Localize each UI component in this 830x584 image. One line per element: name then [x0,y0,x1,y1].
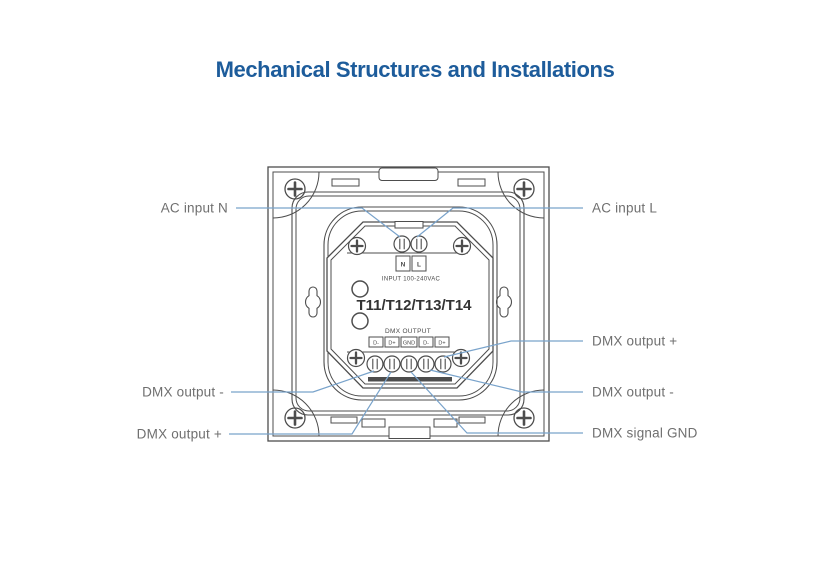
label-dmx-signal-gnd: DMX signal GND [592,426,698,441]
screw-icon [513,407,535,429]
callout-line-dmx-minus-left [231,370,375,393]
model-number: T11/T12/T13/T14 [356,297,472,314]
screw-icon [513,178,535,200]
callout-lines [229,207,583,435]
label-dmx-output-plus-left: DMX output + [137,427,222,442]
label-dmx-output-minus-left: DMX output - [142,385,224,400]
power-rating-label: INPUT 100-240VAC [382,277,441,283]
label-ac-input-l: AC input L [592,201,657,216]
terminal-screw-icon [417,355,435,373]
wall-plate-frame [267,166,550,442]
module-top-notch [394,221,424,229]
label-dmx-output-minus-right: DMX output - [592,385,674,400]
callout-labels: AC input N AC input L DMX output + DMX o… [137,201,698,442]
terminal-screw-icon [366,355,384,373]
corner-brackets [272,171,545,437]
screw-icon [347,236,367,256]
terminal-l-label: L [417,262,421,269]
terminal-screw-icon [400,355,418,373]
power-terminal-block: N L INPUT 100-240VAC [382,255,441,283]
dmx-output-block: DMX OUTPUT D- D+ GND D- D+ [368,328,450,348]
corner-screws [284,178,535,429]
module-screws [346,236,472,368]
callout-line-dmx-gnd [410,371,583,434]
dmx-terminal-label: D- [423,341,429,347]
screw-icon [284,407,306,429]
inner-plate-openings [291,191,525,416]
terminal-screw-icon [410,235,428,253]
label-ac-input-n: AC input N [161,201,228,216]
callout-line-dmx-minus-right [429,369,583,393]
screw-icon [284,178,306,200]
module-hole-top [351,280,369,298]
terminal-screw-icon [393,235,411,253]
keyhole-slot-left [305,286,321,318]
module-bottom-bar [368,377,452,382]
page-title: Mechanical Structures and Installations [215,57,615,82]
callout-line-ac-n [236,207,401,238]
dmx-screw-terminals [366,355,452,373]
dmx-terminal-label: D+ [438,341,445,347]
top-mount-tab [378,167,439,181]
module-hole-bottom [351,312,369,330]
screw-icon [452,236,472,256]
dmx-output-label: DMX OUTPUT [385,328,431,335]
terminal-screw-icon [434,355,452,373]
terminal-screw-icon [383,355,401,373]
bottom-mount-tab [388,426,431,439]
ac-input-terminals [393,235,428,253]
callout-line-dmx-plus-right [443,340,583,358]
terminal-n-label: N [401,262,406,269]
screw-icon [346,348,366,368]
label-dmx-output-plus-right: DMX output + [592,334,677,349]
module-face: T11/T12/T13/T14 [351,280,472,330]
dmx-terminal-label: GND [403,341,415,347]
callout-line-ac-l [416,207,583,238]
dmx-terminal-label: D- [373,341,379,347]
dmx-terminal-label: D+ [388,341,395,347]
callout-line-dmx-plus-left [229,371,392,435]
keyhole-slot-right [496,286,512,318]
